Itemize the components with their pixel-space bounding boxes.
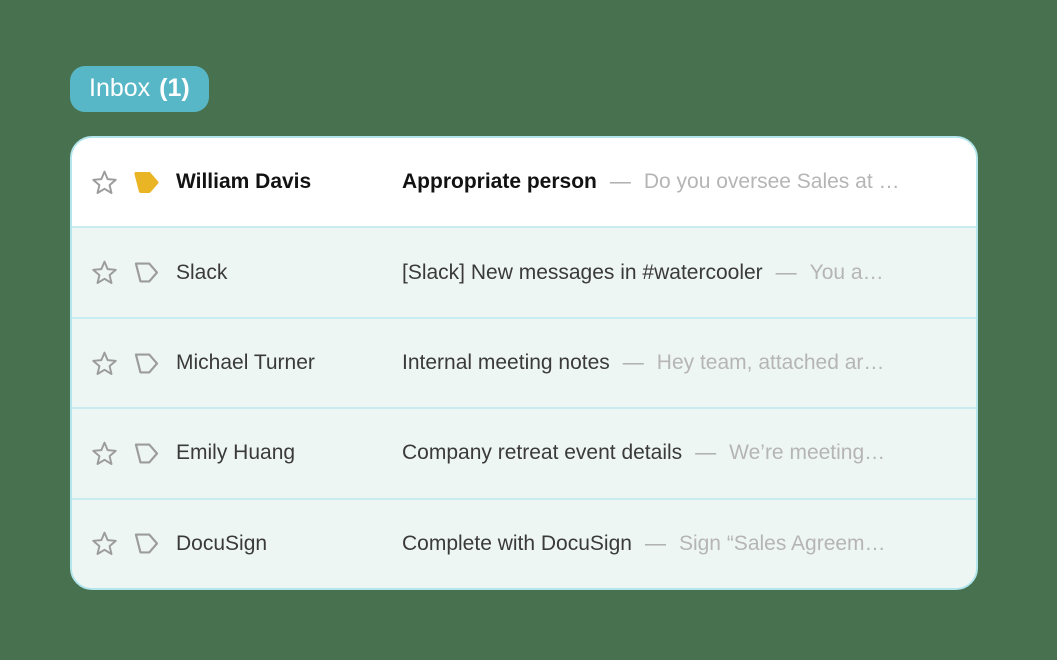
subject-line: Internal meeting notes — Hey team, attac…: [402, 351, 948, 375]
separator-dash: —: [609, 170, 631, 194]
inbox-unread-count: (1): [159, 74, 190, 102]
email-row-michael-turner[interactable]: Michael Turner Internal meeting notes — …: [72, 316, 976, 408]
email-row-william-davis[interactable]: William Davis Appropriate person — Do yo…: [72, 138, 976, 227]
subject-line: Complete with DocuSign — Sign “Sales Agr…: [402, 532, 948, 556]
separator-dash: —: [695, 441, 717, 465]
email-snippet: Hey team, attached ar…: [656, 351, 885, 375]
star-icon[interactable]: [90, 349, 119, 378]
email-row-emily-huang[interactable]: Emily Huang Company retreat event detail…: [72, 407, 976, 498]
email-snippet: You a…: [809, 260, 884, 284]
email-snippet: Do you oversee Sales at …: [643, 170, 900, 194]
star-icon[interactable]: [90, 258, 119, 287]
inbox-tab[interactable]: Inbox (1): [70, 66, 209, 112]
tag-outline-icon: [130, 438, 161, 469]
email-row-docusign[interactable]: DocuSign Complete with DocuSign — Sign “…: [72, 497, 976, 588]
email-list: William Davis Appropriate person — Do yo…: [70, 136, 978, 590]
email-sender: Michael Turner: [176, 351, 315, 375]
email-subject: Appropriate person: [402, 170, 597, 194]
email-subject: [Slack] New messages in #watercooler: [402, 260, 763, 284]
subject-line: [Slack] New messages in #watercooler — Y…: [402, 261, 948, 285]
email-subject: Company retreat event details: [402, 441, 683, 465]
email-sender: William Davis: [176, 170, 312, 194]
email-sender: DocuSign: [176, 531, 268, 555]
subject-line: Company retreat event details — We’re me…: [402, 441, 948, 465]
separator-dash: —: [622, 351, 644, 375]
star-icon[interactable]: [90, 529, 119, 558]
email-row-slack[interactable]: Slack [Slack] New messages in #watercool…: [72, 226, 976, 317]
separator-dash: —: [644, 531, 666, 555]
tag-outline-icon: [130, 257, 161, 288]
tag-outline-icon: [130, 528, 161, 559]
email-sender: Slack: [176, 260, 228, 284]
subject-line: Appropriate person — Do you oversee Sale…: [402, 170, 948, 194]
star-icon[interactable]: [90, 168, 119, 197]
email-subject: Internal meeting notes: [402, 351, 610, 375]
email-subject: Complete with DocuSign: [402, 531, 632, 555]
star-icon[interactable]: [90, 439, 119, 468]
email-sender: Emily Huang: [176, 441, 296, 465]
tag-filled-icon: [130, 167, 161, 198]
email-snippet: We’re meeting…: [729, 441, 886, 465]
email-snippet: Sign “Sales Agreem…: [678, 531, 886, 555]
inbox-tab-label: Inbox: [89, 74, 151, 102]
separator-dash: —: [775, 260, 797, 284]
tag-outline-icon: [130, 348, 161, 379]
